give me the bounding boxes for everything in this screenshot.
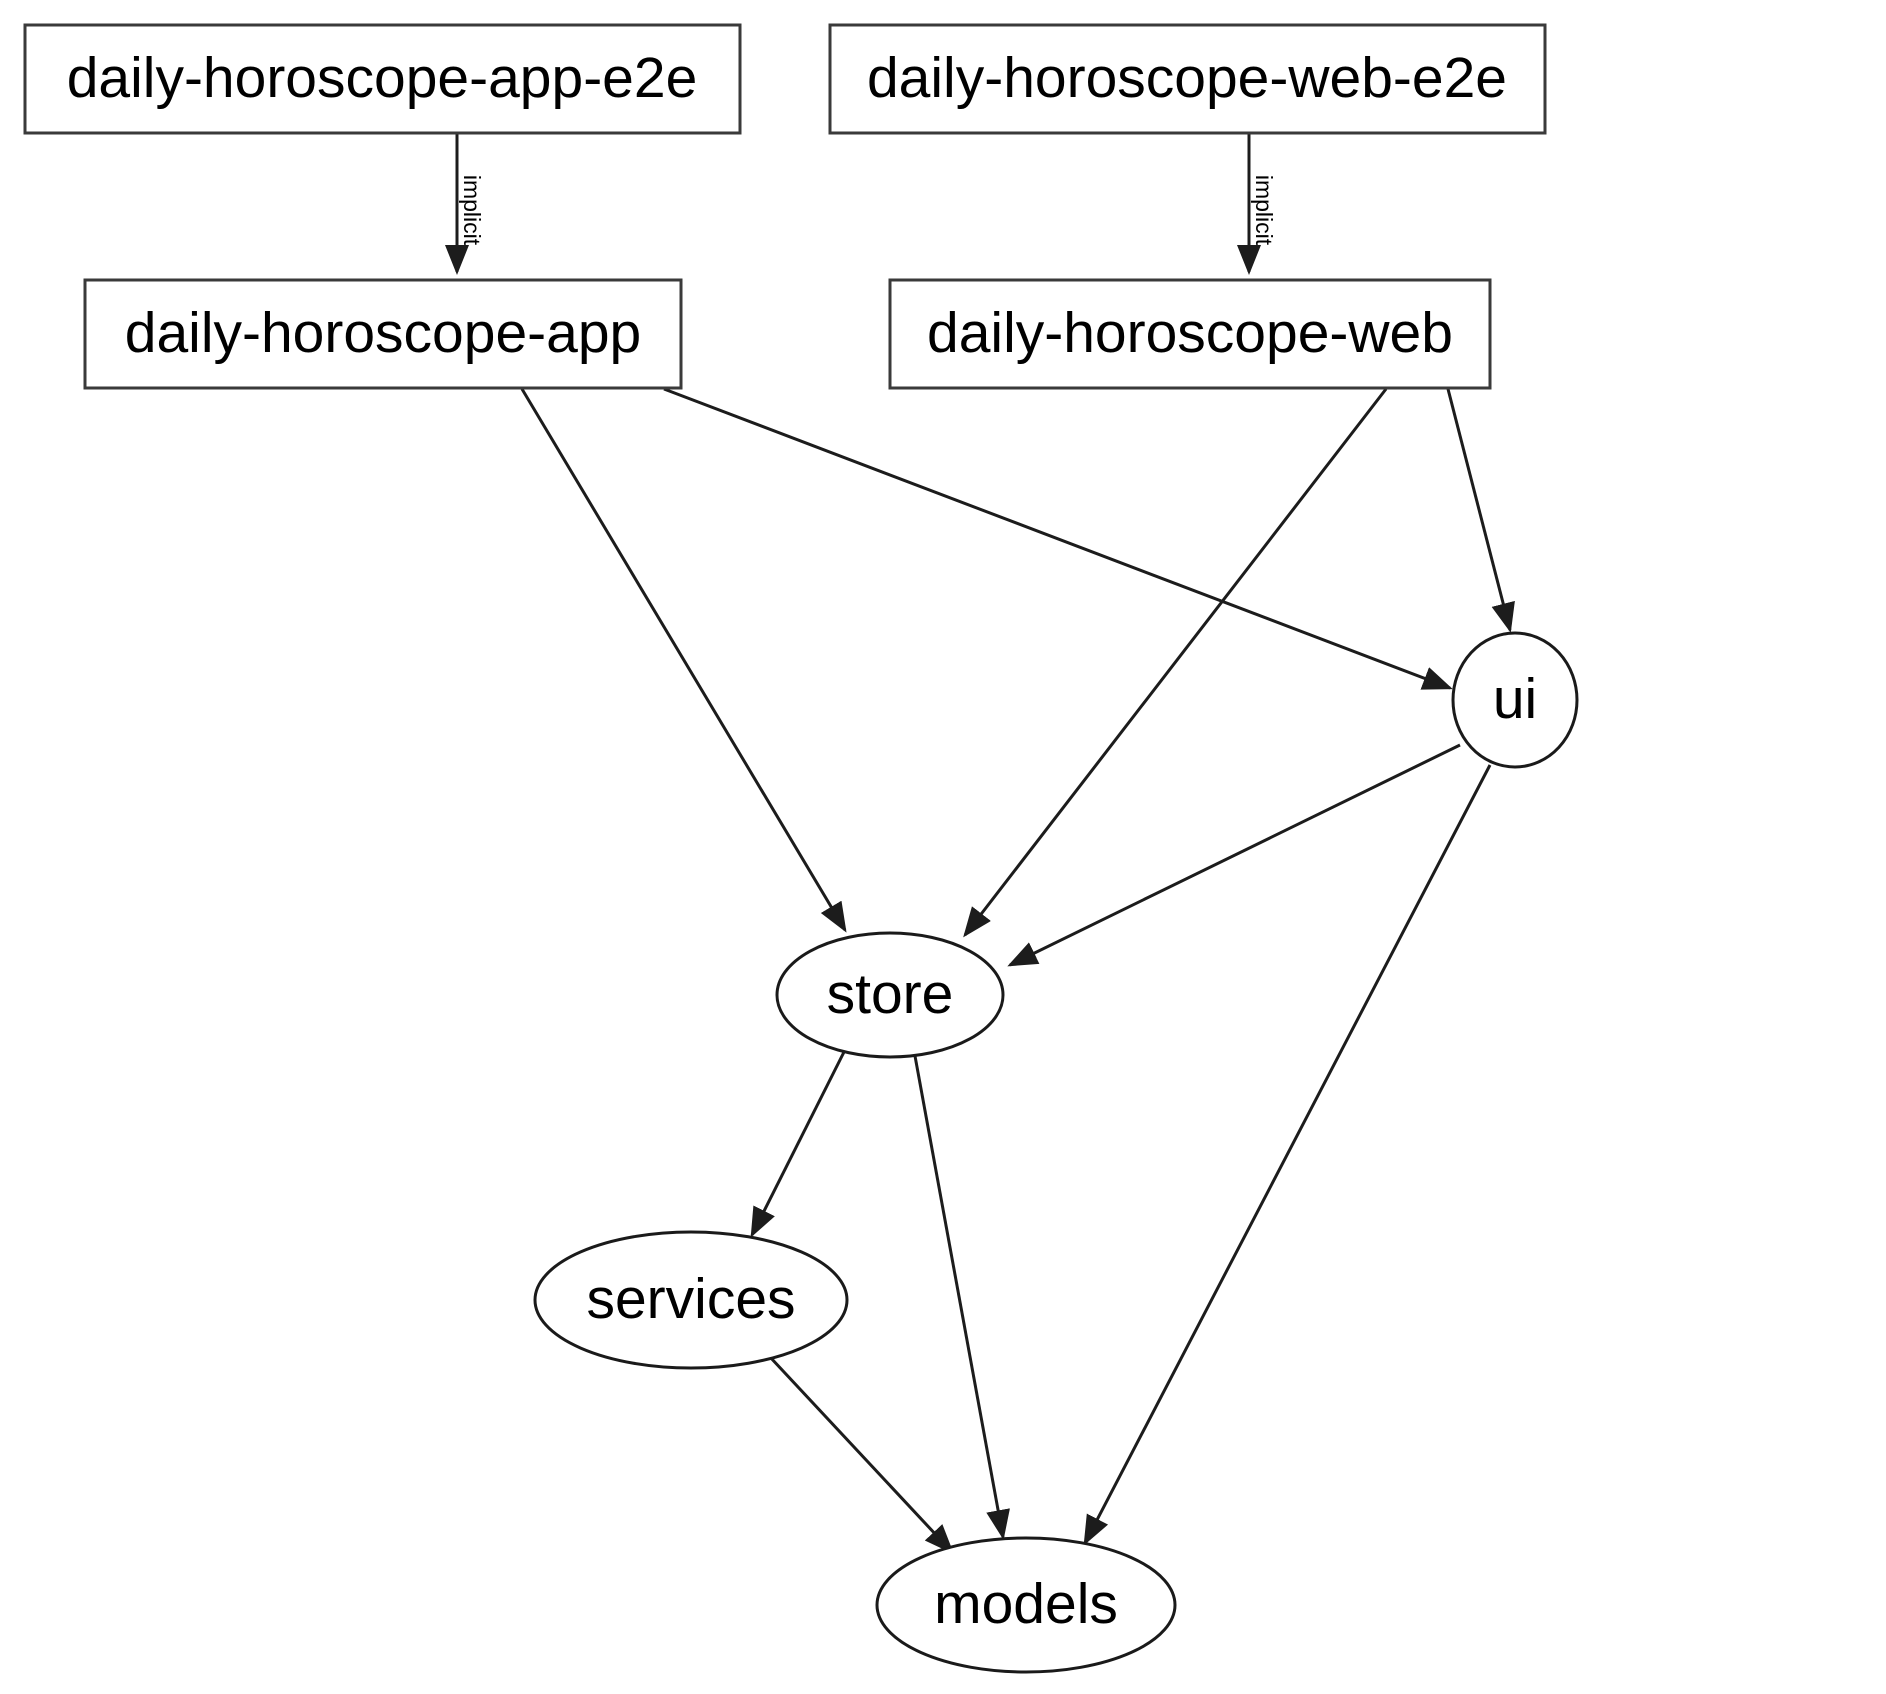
edge-line [963,388,1388,938]
nodes-layer: daily-horoscope-app-e2e daily-horoscope-w… [23,23,1579,1674]
node-ellipse [875,1536,1177,1674]
edge-line [1007,743,1461,967]
node-label: store [827,962,954,1026]
graph-edge[interactable] [1007,743,1461,967]
edge-line [1083,764,1492,1546]
node-rectangle [83,278,683,390]
node-label: daily-horoscope-web [927,301,1453,365]
node-label: models [934,1572,1118,1636]
graph-edge[interactable] [768,1355,955,1555]
node-rectangle [828,23,1547,135]
graph-node-daily-horoscope-app[interactable]: daily-horoscope-app [83,278,683,390]
node-label: services [586,1267,795,1331]
node-rectangle [888,278,1492,390]
node-label: daily-horoscope-app [125,301,641,365]
edge-line [663,387,1453,690]
node-rectangle [23,23,742,135]
graph-node-ui[interactable]: ui [1451,631,1579,769]
graph-edge[interactable] [1446,388,1515,633]
graph-node-store[interactable]: store [775,931,1005,1059]
node-ellipse [533,1230,849,1370]
node-ellipse [775,931,1005,1059]
graph-edge[interactable] [750,1049,847,1238]
edge-line [520,388,847,933]
node-label: daily-horoscope-app-e2e [67,46,698,110]
node-label: ui [1493,667,1537,731]
graph-edge[interactable] [520,388,847,933]
edge-line [768,1355,955,1555]
graph-edge[interactable] [1083,764,1492,1546]
edges-layer [445,133,1515,1555]
edge-line [913,1055,1010,1540]
edge-labels-layer: implicit implicit [459,175,1277,246]
graph-edge[interactable] [913,1055,1010,1540]
graph-edge[interactable] [963,388,1388,938]
edge-label: implicit [1251,175,1277,246]
graph-edge[interactable] [663,387,1453,690]
edge-label: implicit [459,175,485,246]
edge-line [1446,388,1515,633]
node-ellipse [1451,631,1579,769]
graph-node-models[interactable]: models [875,1536,1177,1674]
node-label: daily-horoscope-web-e2e [867,46,1507,110]
graph-node-services[interactable]: services [533,1230,849,1370]
graph-node-daily-horoscope-app-e2e[interactable]: daily-horoscope-app-e2e [23,23,742,135]
graph-node-daily-horoscope-web-e2e[interactable]: daily-horoscope-web-e2e [828,23,1547,135]
graph-node-daily-horoscope-web[interactable]: daily-horoscope-web [888,278,1492,390]
edge-line [750,1049,847,1238]
